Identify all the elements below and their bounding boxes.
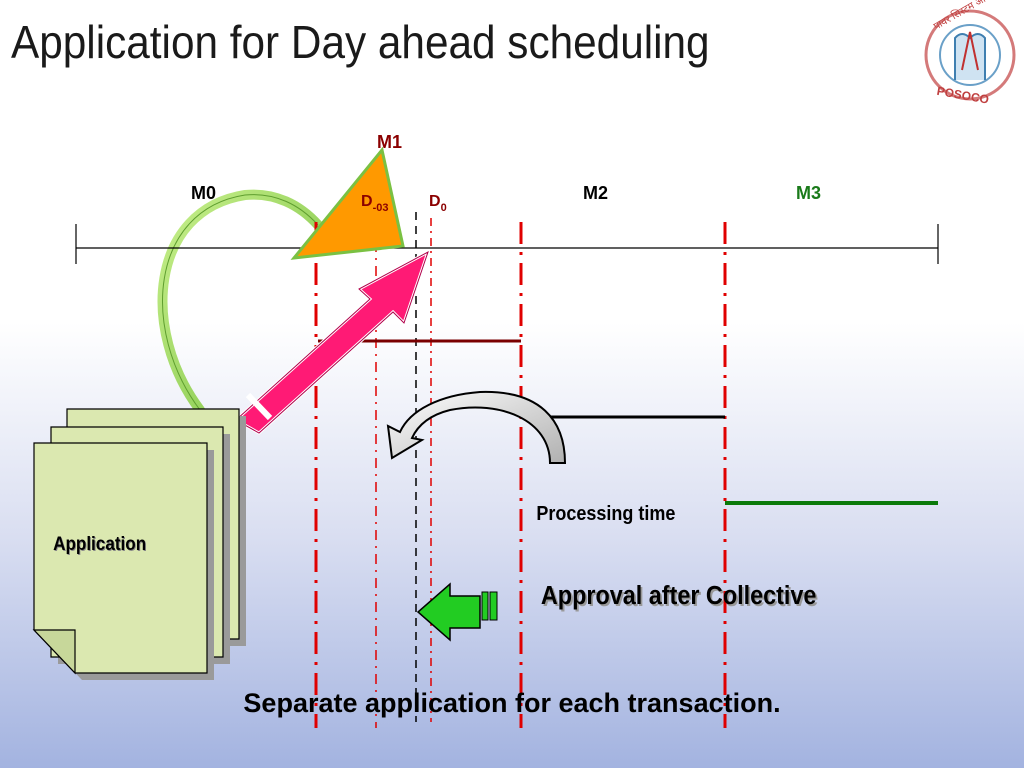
page-title: Application for Day ahead scheduling bbox=[11, 17, 710, 68]
label-d0-main: D bbox=[429, 193, 441, 210]
application-documents bbox=[32, 408, 246, 680]
approval-label-shadow: Approval after Collective bbox=[543, 584, 819, 612]
application-label-shadow: Application bbox=[54, 534, 147, 555]
pink-diagonal-arrow bbox=[233, 248, 431, 435]
label-m1: M1 bbox=[377, 132, 402, 152]
approval-label: Approval after Collective bbox=[541, 582, 817, 610]
label-d0-sub: 0 bbox=[441, 202, 447, 214]
label-d0: D0 bbox=[429, 193, 447, 214]
label-d-minus-main: D bbox=[361, 193, 373, 210]
footer-text: Separate application for each transactio… bbox=[243, 688, 780, 718]
logo-top-text: पावर सिस्टम ऑपरेशन bbox=[932, 0, 1008, 33]
application-label: Application bbox=[53, 533, 146, 554]
label-d-minus: D-03 bbox=[361, 193, 388, 214]
posoco-logo: पावर सिस्टम ऑपरेशन POSOCO bbox=[924, 0, 1016, 107]
processing-time-label: Processing time bbox=[536, 503, 675, 525]
green-left-arrow bbox=[416, 582, 498, 642]
m1-triangle bbox=[290, 146, 405, 260]
curved-green-arrow-outline bbox=[162, 194, 319, 411]
label-m0: M0 bbox=[191, 183, 216, 203]
label-m2: M2 bbox=[583, 183, 608, 203]
label-m3: M3 bbox=[796, 183, 821, 203]
label-d-minus-sub: -03 bbox=[373, 202, 389, 214]
gray-curved-arrow bbox=[386, 390, 567, 464]
logo-bottom-text: POSOCO bbox=[936, 84, 990, 107]
